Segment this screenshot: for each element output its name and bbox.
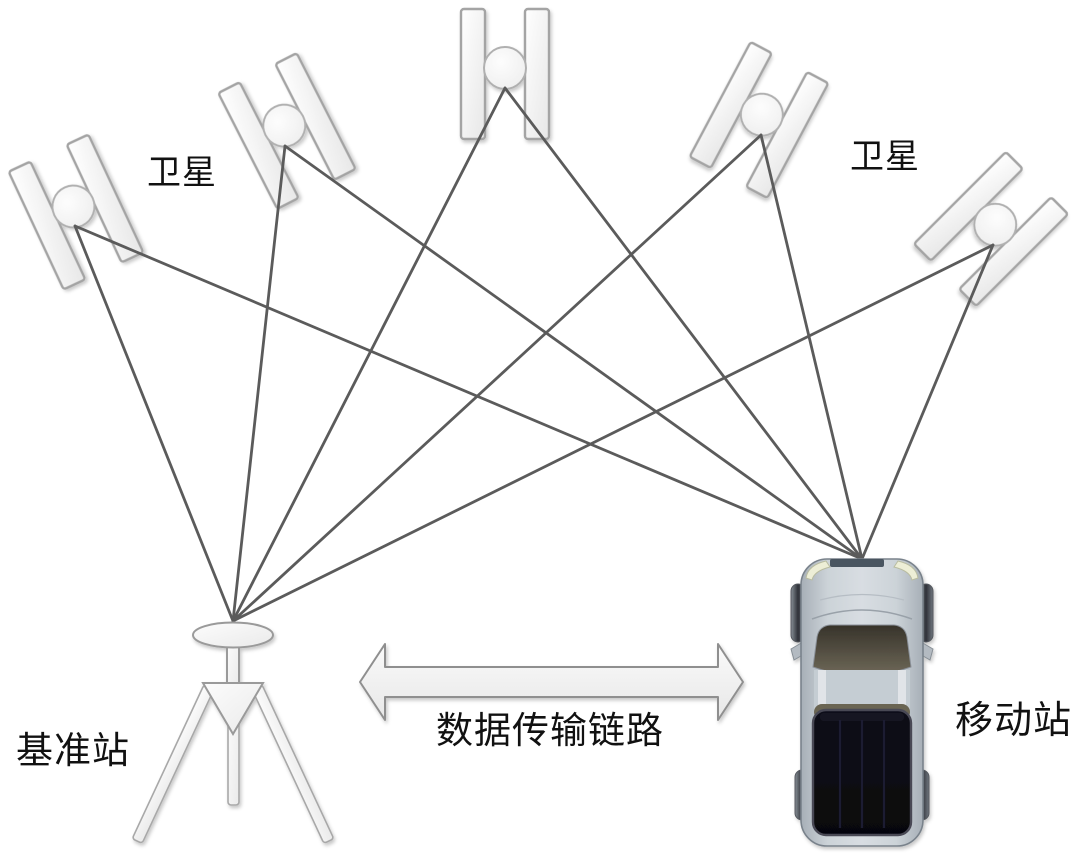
signal-line-sat3-mobile xyxy=(503,86,864,561)
truck-bed-top-band xyxy=(820,713,904,721)
tripod-leg-icon xyxy=(252,684,334,844)
satellite-body-icon xyxy=(262,103,307,148)
roof-highlight xyxy=(898,670,906,712)
signal-line-sat2-base xyxy=(231,144,287,623)
roof-highlight xyxy=(818,670,826,712)
gnss-antenna-disc xyxy=(192,621,274,649)
satellite-signal-lines xyxy=(73,86,995,623)
satellite-icon-1 xyxy=(8,134,144,290)
signal-line-sat1-base xyxy=(73,224,235,623)
hood-crease xyxy=(819,593,905,601)
label-base-station: 基准站 xyxy=(16,729,130,772)
surveying-tripod-icon xyxy=(132,621,334,844)
signal-line-sat2-mobile xyxy=(283,144,864,561)
signal-line-sat4-base xyxy=(231,133,763,623)
satellite-constellation xyxy=(8,7,1069,307)
truck-bed-ribs xyxy=(838,720,886,828)
double-headed-arrow-icon xyxy=(359,643,744,721)
signal-line-sat5-base xyxy=(231,243,995,623)
label-satellite-left: 卫星 xyxy=(147,153,217,193)
front-grille xyxy=(830,559,884,567)
solar-panel-icon xyxy=(459,7,487,141)
label-mobile-station: 移动站 xyxy=(955,698,1073,742)
signal-line-sat5-mobile xyxy=(860,243,995,561)
satellite-icon-5 xyxy=(913,151,1069,307)
satellite-icon-4 xyxy=(689,41,829,199)
label-data-link: 数据传输链路 xyxy=(436,709,664,752)
signal-line-sat3-base xyxy=(231,86,507,623)
headlight-icon xyxy=(805,560,831,581)
satellite-body-icon xyxy=(51,184,96,229)
satellite-body-icon xyxy=(483,46,527,90)
satellite-icon-3 xyxy=(459,7,551,141)
tripod-legs xyxy=(132,684,334,844)
car-top-view-icon xyxy=(790,558,934,847)
satellite-body-icon xyxy=(973,202,1018,247)
satellite-body-icon xyxy=(739,92,784,137)
signal-line-sat4-mobile xyxy=(759,133,864,561)
tripod-leg-icon xyxy=(132,684,214,844)
hood-crease xyxy=(811,609,913,620)
label-satellite-right: 卫星 xyxy=(850,137,920,177)
windshield xyxy=(812,624,912,677)
headlight-icon xyxy=(893,560,919,581)
signal-line-sat1-mobile xyxy=(73,224,864,561)
satellite-icon-2 xyxy=(218,52,356,210)
tripod-mount-triangle xyxy=(201,682,265,736)
